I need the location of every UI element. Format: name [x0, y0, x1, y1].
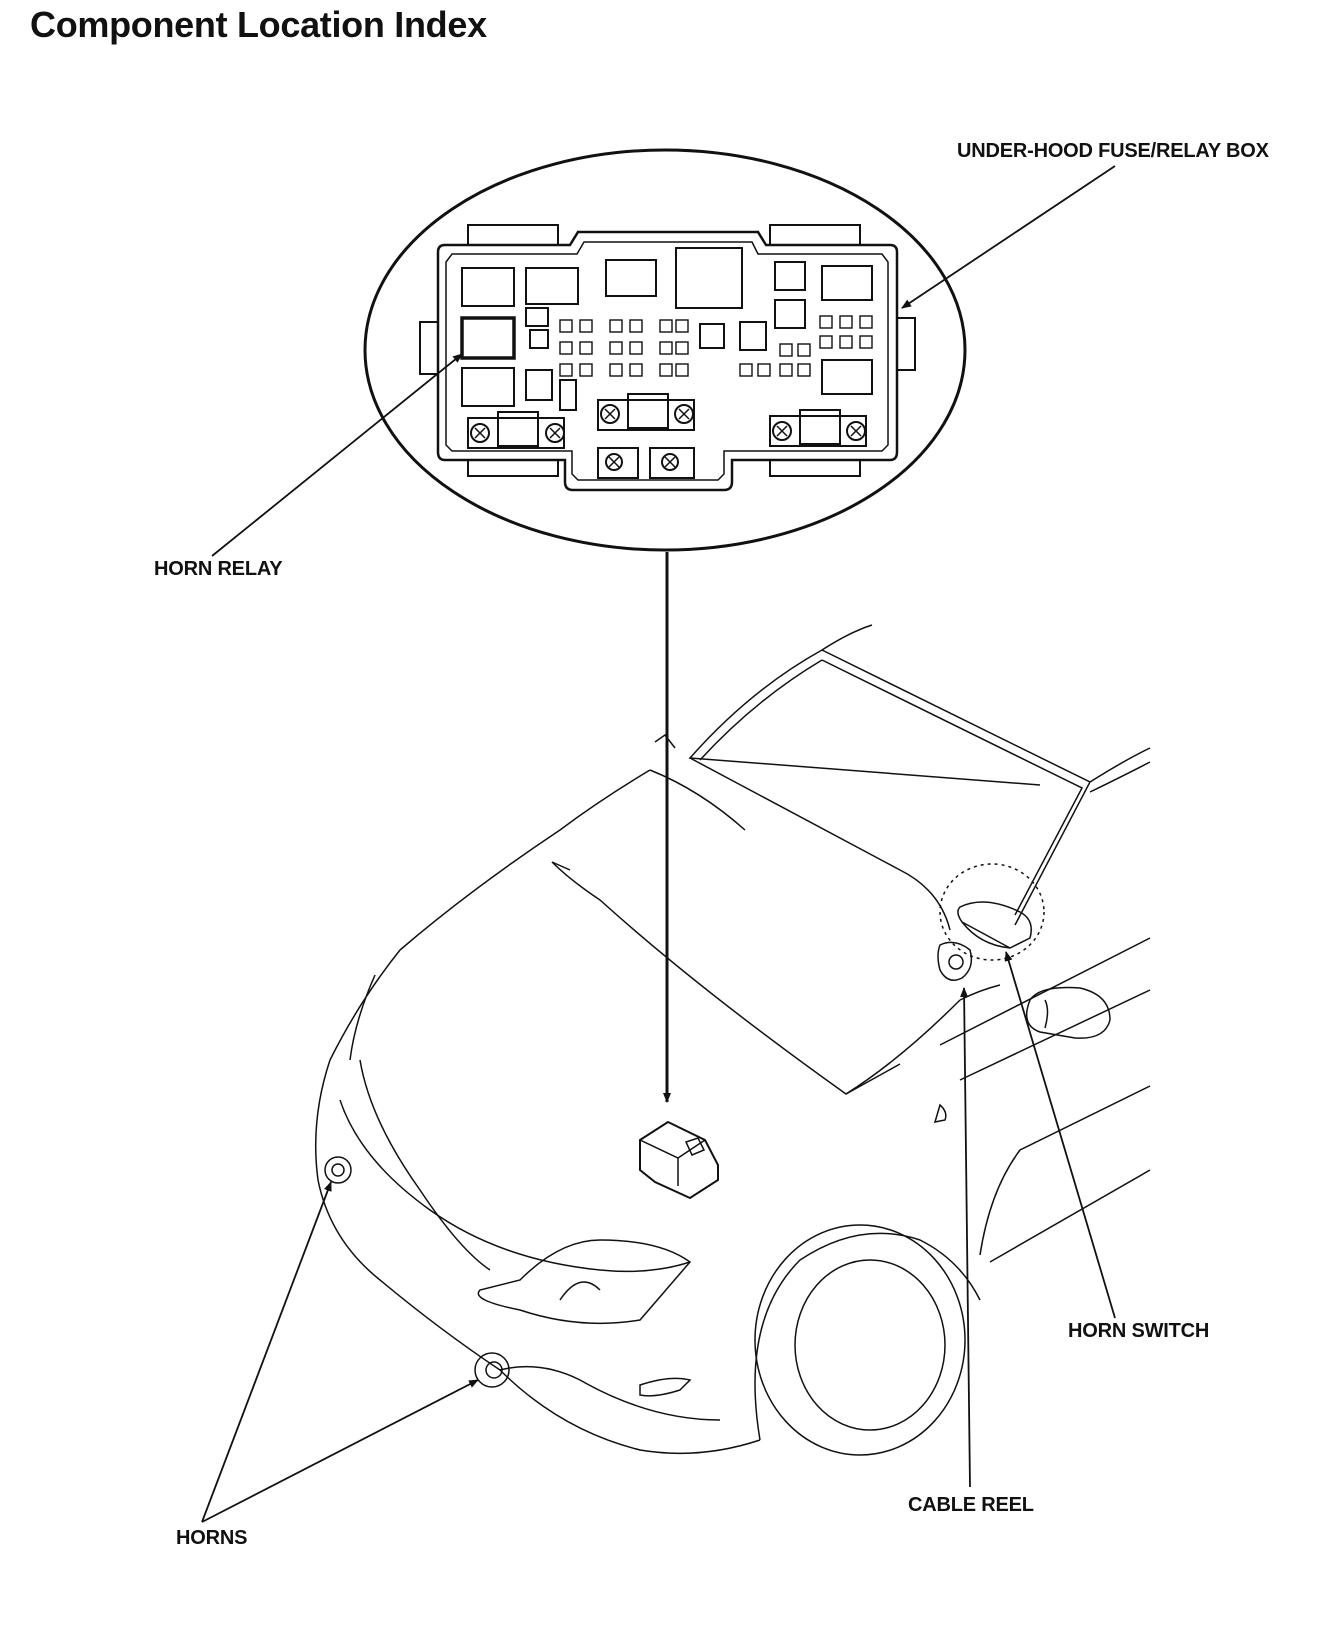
fuse-box-outline	[436, 230, 899, 492]
detail-ellipse	[363, 148, 967, 552]
horn-relay-position	[460, 316, 516, 360]
horns-leader-2	[201, 1379, 479, 1523]
horn-right	[474, 1352, 510, 1388]
horn-left	[324, 1156, 352, 1184]
leader-lines	[201, 165, 1116, 1523]
cable-reel-leader	[960, 987, 971, 1488]
horns-leader-1	[201, 1181, 332, 1523]
horn-switch-leader	[1004, 951, 1116, 1319]
car-illustration	[315, 624, 1151, 1456]
page-title: Component Location Index	[30, 4, 487, 45]
fuse-box-label: UNDER-HOOD FUSE/RELAY BOX	[957, 140, 1269, 162]
fuse-box-detail	[363, 148, 967, 552]
horn-relay-leader	[211, 353, 463, 557]
horns-label: HORNS	[176, 1527, 248, 1549]
cable-reel-label: CABLE REEL	[908, 1494, 1034, 1516]
horn-relay-label: HORN RELAY	[154, 558, 283, 580]
horn-switch-label: HORN SWITCH	[1068, 1320, 1210, 1342]
fuse-box-leader	[901, 165, 1116, 309]
